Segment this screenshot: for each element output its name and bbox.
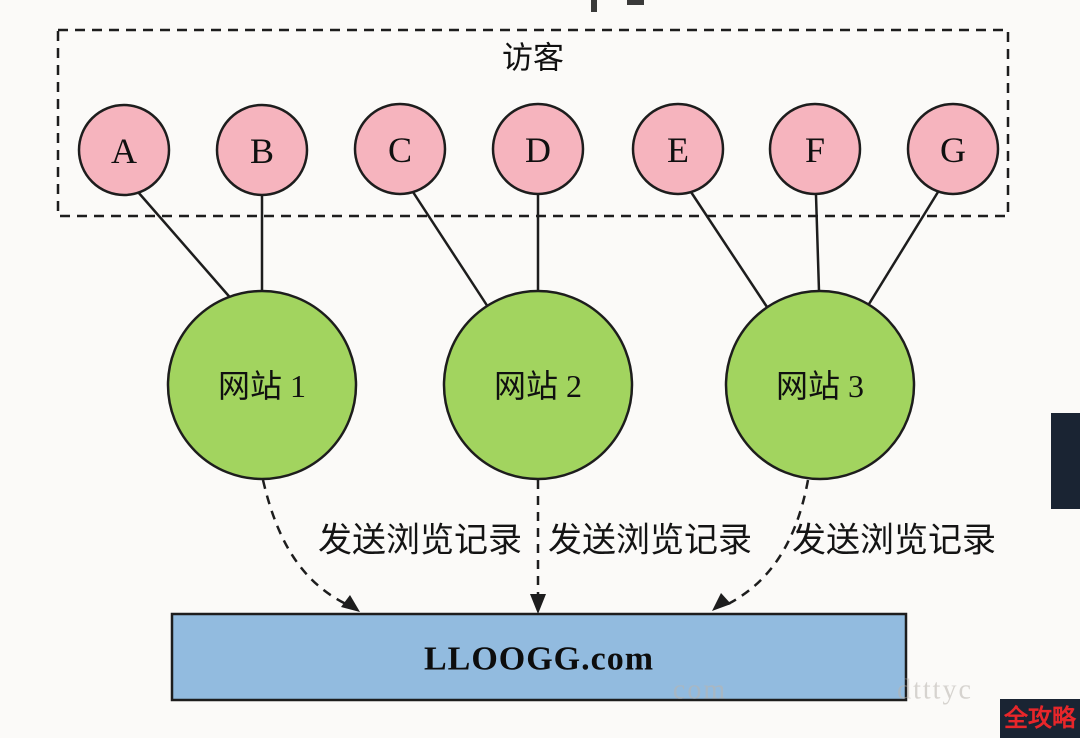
flow-labels: 发送浏览记录 发送浏览记录 发送浏览记录 [318, 522, 996, 560]
visitors-group-title: 访客 [502, 41, 564, 76]
visitor-label: A [111, 131, 137, 171]
top-crop-mark [591, 0, 597, 12]
watermark-artifacts: com dtttyc [591, 0, 1080, 706]
visitor-node-c: C [353, 102, 447, 196]
server-node: LLOOGG.com [170, 612, 908, 702]
edge-c-website2 [411, 191, 490, 308]
visitors-group-box [56, 28, 1010, 218]
flow-label-2: 发送浏览记录 [548, 522, 752, 560]
visitor-circle [631, 102, 725, 196]
website-label: 网站 1 [218, 368, 306, 404]
website-circle [442, 289, 634, 481]
edge-a-website1 [137, 191, 235, 303]
faint-watermark-left: com [673, 675, 727, 706]
website-circle [166, 289, 358, 481]
faint-watermark-right: dtttyc [897, 675, 973, 706]
edge-f-website3 [814, 194, 821, 292]
visitor-circle [215, 103, 309, 197]
website-label: 网站 3 [776, 368, 864, 404]
website-node-1: 网站 1 [166, 289, 358, 481]
flow-arrowhead-1 [341, 595, 360, 612]
flow-edge-website1 [261, 479, 347, 606]
visitor-label: F [805, 130, 825, 170]
edge-e-website3 [689, 191, 769, 308]
top-crop-mark [627, 0, 644, 5]
server-label: LLOOGG.com [424, 641, 654, 678]
website-label: 网站 2 [494, 368, 582, 404]
website-circle [724, 289, 916, 481]
visitor-node-b: B [215, 103, 309, 197]
visitor-node-g: G [906, 102, 1000, 196]
visitor-label: G [940, 130, 966, 170]
visitor-node-f: F [768, 102, 862, 196]
visitor-circle [906, 102, 1000, 196]
flow-arrowhead-2 [530, 594, 546, 614]
website-node-2: 网站 2 [442, 289, 634, 481]
visitor-node-d: D [491, 102, 585, 196]
visitor-circle [768, 102, 862, 196]
visitor-circle [77, 103, 171, 197]
badge-background [1000, 699, 1080, 738]
server-box [170, 612, 908, 702]
visitor-label: D [525, 130, 551, 170]
website-nodes: 网站 1 网站 2 网站 3 [166, 289, 916, 481]
badge-label: 全攻略 [1003, 704, 1077, 732]
flow-label-3: 发送浏览记录 [792, 522, 996, 560]
visitor-node-a: A [77, 103, 171, 197]
flow-edge-website3 [727, 479, 810, 606]
visitor-nodes: A B C D E F G [77, 102, 1000, 197]
visitor-node-e: E [631, 102, 725, 196]
visitor-circle [491, 102, 585, 196]
flow-arrowhead-3 [712, 593, 731, 611]
red-watermark-badge: 全攻略 [1000, 699, 1080, 738]
edge-g-website3 [867, 191, 940, 305]
visitor-label: C [388, 130, 412, 170]
visitor-label: E [667, 130, 689, 170]
visitor-circle [353, 102, 447, 196]
visitor-website-edges [137, 191, 940, 308]
right-edge-dark-block [1051, 413, 1080, 509]
website-server-edges [261, 479, 810, 614]
website-node-3: 网站 3 [724, 289, 916, 481]
visitor-label: B [250, 131, 274, 171]
flow-label-1: 发送浏览记录 [318, 522, 522, 560]
